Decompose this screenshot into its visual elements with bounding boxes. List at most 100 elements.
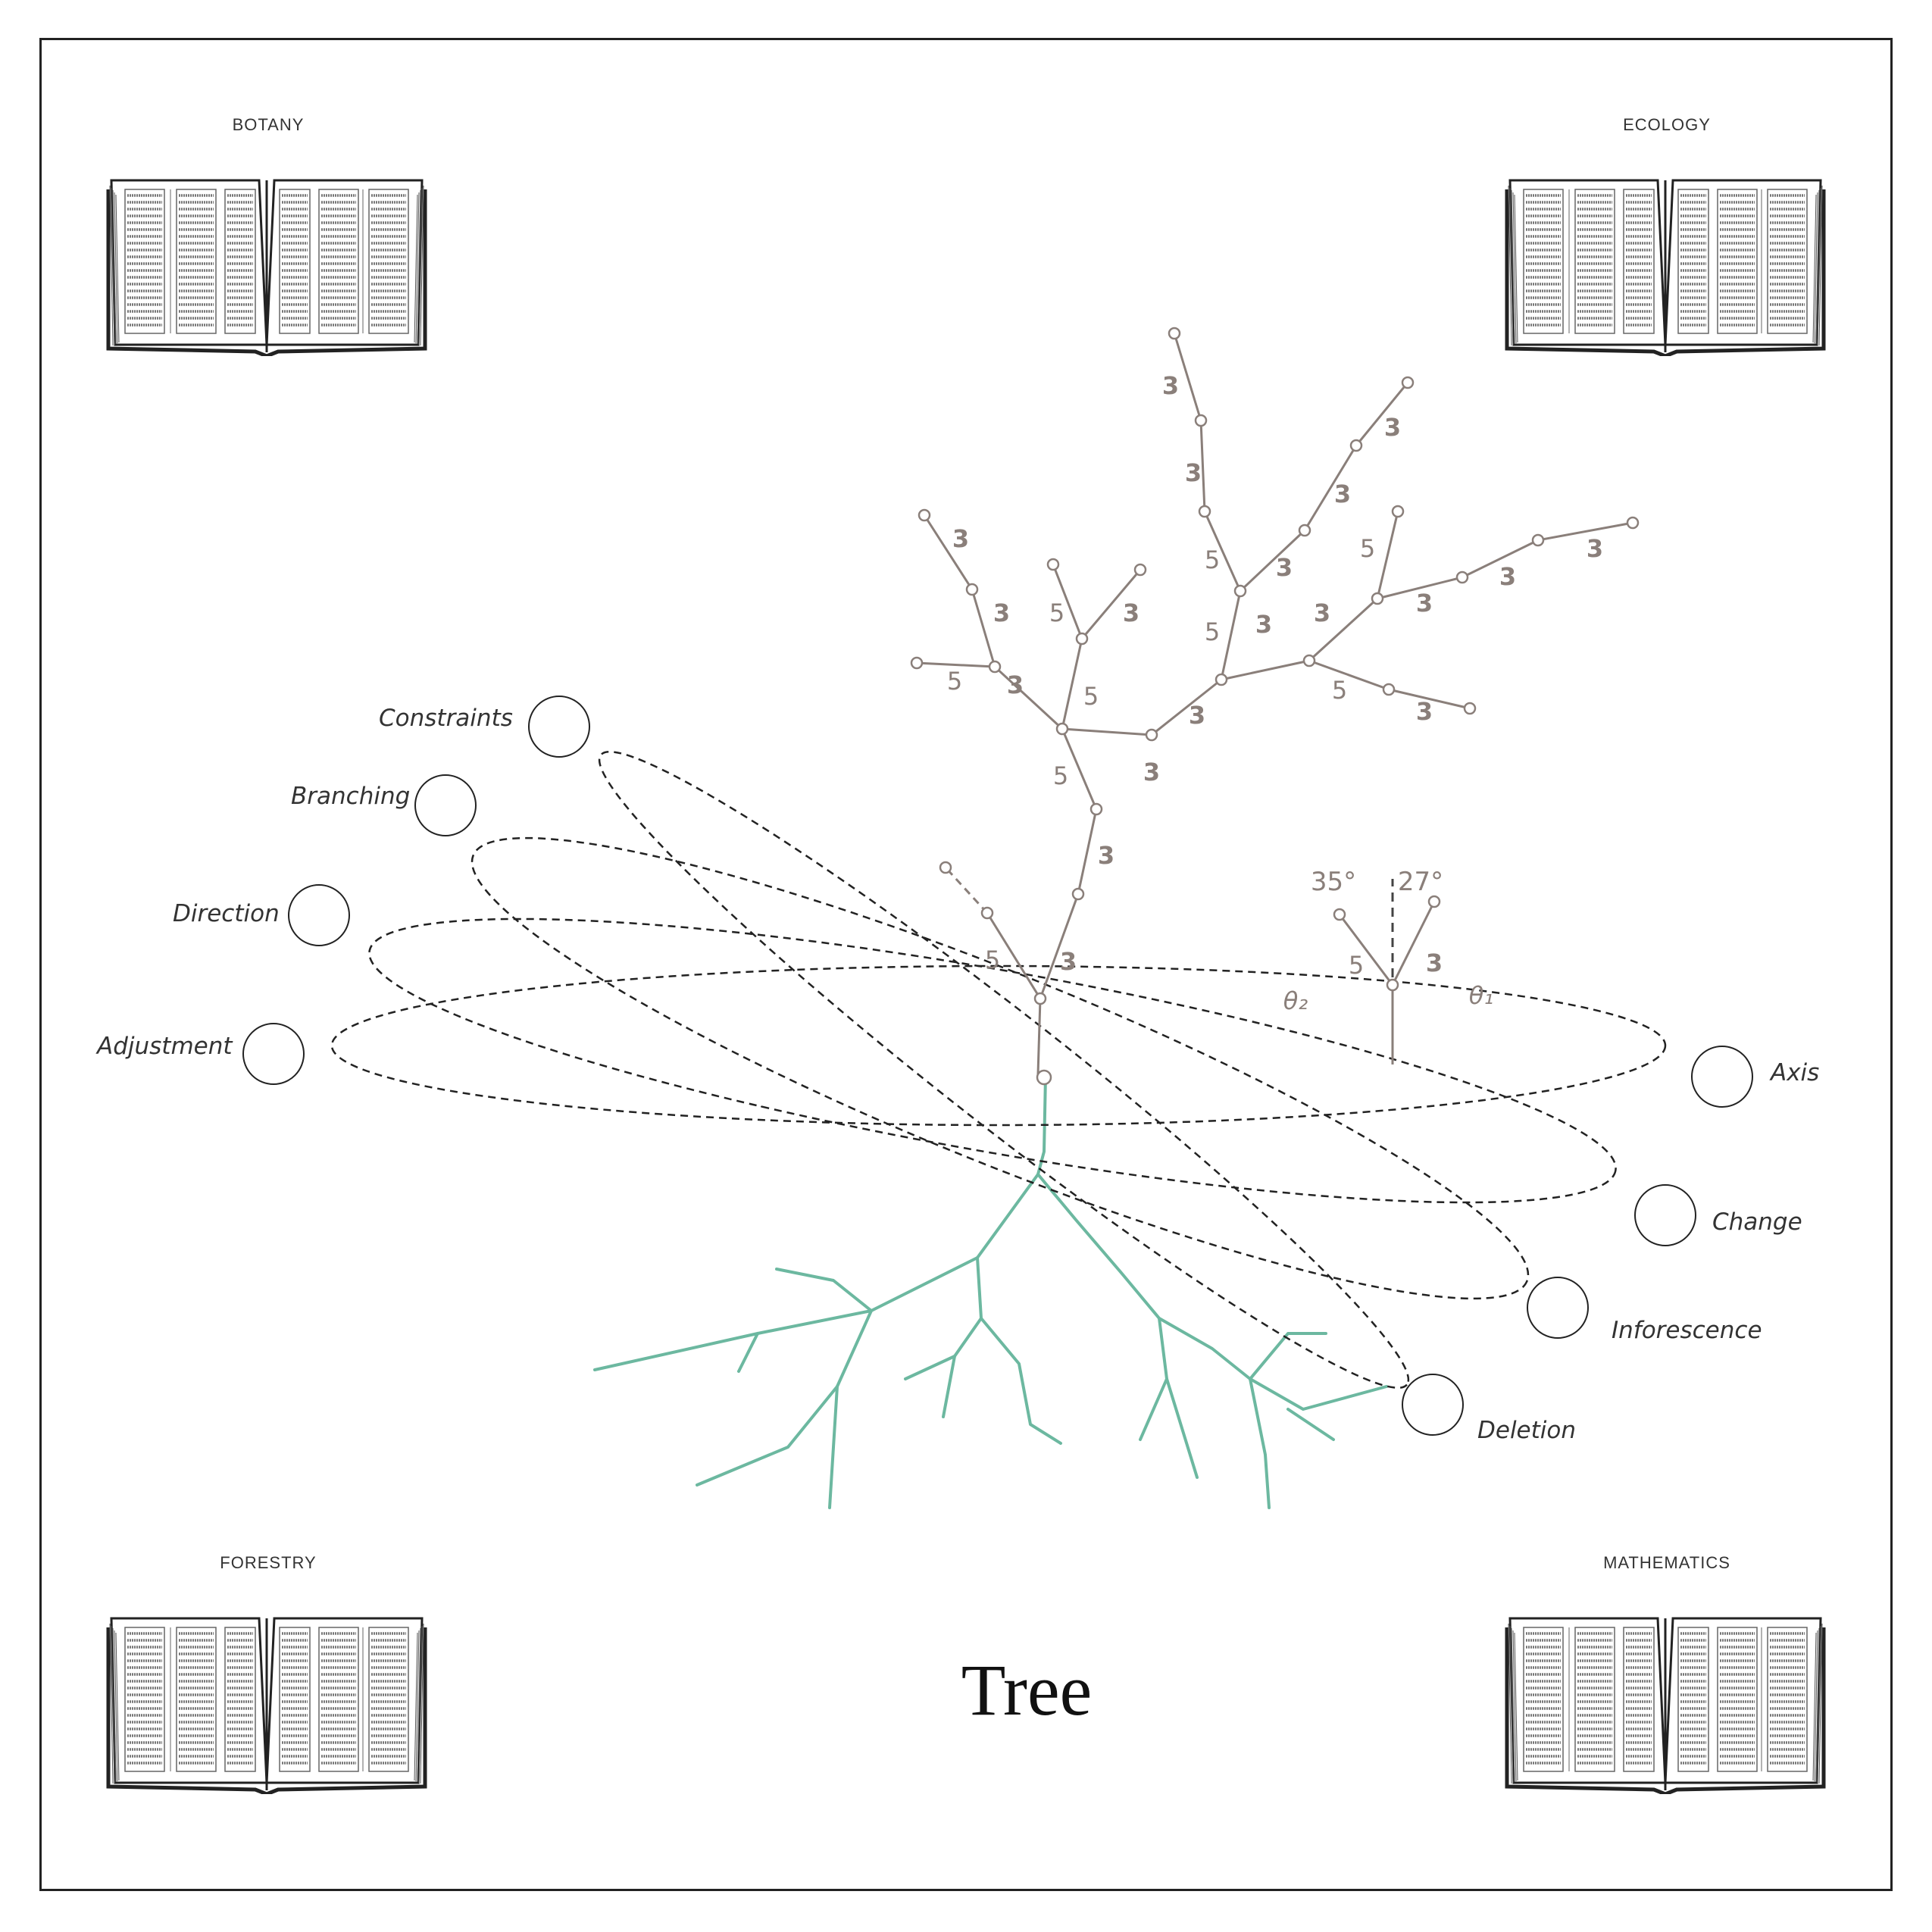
book-label-forestry: FORESTRY xyxy=(220,1553,317,1572)
inset-angle-left: 35° xyxy=(1311,867,1356,897)
branch-segment xyxy=(971,589,996,667)
branch-value-label: 5 xyxy=(1049,599,1064,627)
branch-value-label: 3 xyxy=(1276,553,1293,582)
branch-value-label: 5 xyxy=(1332,676,1347,705)
orbit-ellipse xyxy=(470,836,1530,1300)
book-label-ecology: ECOLOGY xyxy=(1623,115,1711,134)
node-label-change: Change xyxy=(1712,1208,1802,1236)
branch-segment xyxy=(1220,590,1242,680)
branch-node xyxy=(1302,654,1316,667)
branch-segment xyxy=(1303,445,1358,531)
node-label-axis: Axis xyxy=(1771,1059,1820,1086)
root-branch xyxy=(904,1256,983,1380)
root-branch xyxy=(980,1317,1062,1445)
branch-segment xyxy=(993,665,1064,730)
branch-segment xyxy=(1355,382,1409,446)
branch-value-label: 3 xyxy=(1060,947,1077,976)
branch-node xyxy=(910,656,924,670)
branch-value-label: 5 xyxy=(1083,682,1099,711)
branch-value-label: 3 xyxy=(993,599,1010,627)
root-branch xyxy=(828,1385,839,1509)
branch-node xyxy=(1046,558,1060,571)
orbit-ellipse xyxy=(598,750,1410,1390)
branch-value-label: 3 xyxy=(1314,599,1330,627)
node-circle-adjustment[interactable] xyxy=(242,1023,305,1085)
branch-node xyxy=(1233,584,1247,598)
inset-node xyxy=(1386,978,1399,992)
branch-node xyxy=(1194,414,1208,427)
branch-value-label: 3 xyxy=(1255,610,1272,639)
book-label-mathematics: MATHEMATICS xyxy=(1603,1553,1730,1572)
branch-node xyxy=(1168,327,1181,340)
branch-node xyxy=(1531,533,1545,547)
book-icon-ecology[interactable] xyxy=(1502,167,1828,356)
branch-node xyxy=(1455,571,1469,584)
branch-segment xyxy=(1052,564,1083,639)
branch-node xyxy=(988,660,1002,674)
branch-segment xyxy=(1376,511,1399,599)
branch-segment xyxy=(1462,539,1539,579)
branch-node xyxy=(1198,505,1211,518)
node-circle-constraints[interactable] xyxy=(528,696,590,758)
branch-value-label: 3 xyxy=(1007,671,1024,699)
branch-value-label: 3 xyxy=(1334,480,1351,508)
node-circle-branching[interactable] xyxy=(414,774,477,836)
branch-segment xyxy=(1061,638,1083,730)
branch-node xyxy=(1349,439,1363,452)
branch-value-label: 3 xyxy=(1123,599,1140,627)
node-label-deletion: Deletion xyxy=(1477,1417,1577,1444)
branch-segment xyxy=(944,866,989,914)
branch-segment xyxy=(923,514,974,590)
angle-inset: 35° 27° 5 3 θ₂ θ₁ xyxy=(1283,867,1493,1064)
node-circle-inforescence[interactable] xyxy=(1527,1277,1589,1339)
branch-node xyxy=(1215,673,1228,686)
orbit-ellipse xyxy=(368,918,1617,1204)
book-icon-forestry[interactable] xyxy=(104,1605,430,1794)
book-icon-botany[interactable] xyxy=(104,167,430,356)
branch-node xyxy=(1463,702,1477,715)
branch-node xyxy=(939,861,952,874)
root-system xyxy=(593,1069,1388,1509)
branch-node xyxy=(1075,632,1089,646)
branch-node xyxy=(1401,376,1415,389)
inset-branch-right-value: 3 xyxy=(1426,949,1443,977)
branch-node xyxy=(1371,592,1384,605)
branch-node xyxy=(1145,728,1158,742)
branch-segment xyxy=(1061,728,1098,810)
inset-node xyxy=(1427,895,1441,908)
branch-value-label: 3 xyxy=(1098,841,1114,870)
branch-segment xyxy=(1377,576,1463,600)
node-circle-deletion[interactable] xyxy=(1402,1374,1464,1436)
node-circle-direction[interactable] xyxy=(288,884,350,946)
book-label-botany: BOTANY xyxy=(232,115,305,134)
branch-value-label: 5 xyxy=(947,667,962,696)
branch-value-label: 5 xyxy=(1205,617,1220,646)
branch-node xyxy=(1071,887,1085,901)
branch-segment xyxy=(1036,998,1042,1075)
branch-value-label: 5 xyxy=(1360,534,1375,563)
branch-segment xyxy=(1077,808,1098,895)
branch-node xyxy=(1133,563,1147,577)
node-circle-axis[interactable] xyxy=(1691,1046,1753,1108)
branch-segment xyxy=(1308,597,1379,662)
node-circle-change[interactable] xyxy=(1634,1184,1696,1246)
node-label-branching: Branching xyxy=(291,783,411,810)
branch-node xyxy=(1298,524,1311,537)
branch-value-label: 5 xyxy=(1053,761,1068,790)
branch-node xyxy=(1089,802,1103,816)
branch-value-label: 5 xyxy=(1205,546,1220,574)
book-icon-mathematics[interactable] xyxy=(1502,1605,1828,1794)
branch-value-label: 3 xyxy=(1416,697,1433,726)
orbit-ellipse xyxy=(330,964,1667,1127)
branch-value-label: 3 xyxy=(1189,701,1205,730)
branch-value-label: 3 xyxy=(1499,562,1516,591)
branch-value-label: 3 xyxy=(1587,534,1603,563)
branch-segment xyxy=(1199,420,1206,512)
branch-segment xyxy=(1239,529,1306,592)
branch-node xyxy=(965,583,979,596)
branch-segment xyxy=(916,661,996,668)
branch-node xyxy=(1626,516,1640,530)
branch-segment xyxy=(1388,688,1471,710)
